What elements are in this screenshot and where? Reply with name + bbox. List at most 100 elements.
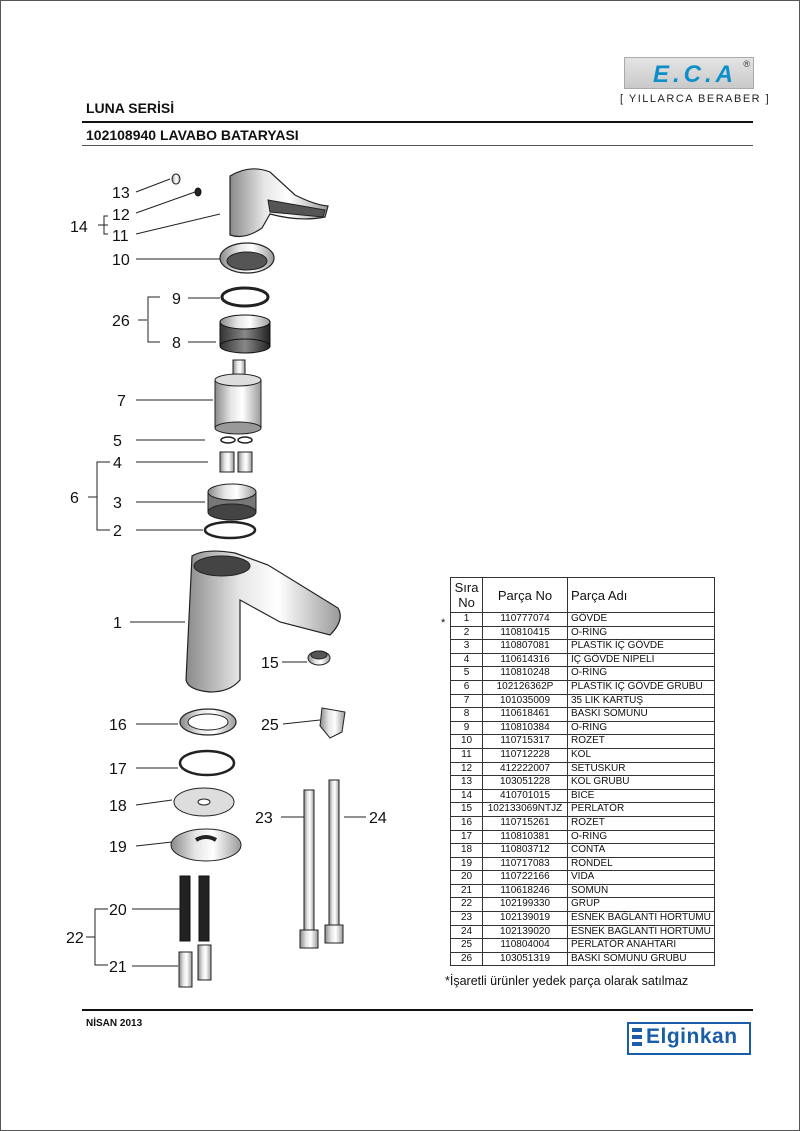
elginkan-logo-bars [632,1028,642,1049]
header-subrule [82,145,753,146]
cell-sira-no: 4 [450,652,483,668]
cell-parca-no: 110803712 [482,843,568,858]
series-title: LUNA SERİSİ [86,100,175,116]
cell-parca-no: 102139019 [482,911,568,926]
cell-sira-no: 13 [450,775,483,790]
eca-logo-text: E.C.A [653,61,738,88]
cell-parca-adi: ROZET [567,734,715,749]
cell-parca-no: 110618246 [482,883,568,899]
cell-parca-no: 101035009 [482,693,568,709]
header-parca-no: Parça No [482,577,568,613]
callout-3: 3 [113,495,122,512]
cell-sira-no: 24 [450,924,483,940]
callout-21: 21 [109,959,127,976]
cell-parca-adi: PLASTİK İÇ GÖVDE [567,639,715,654]
callout-24: 24 [369,810,387,827]
header-sira: Sıra [454,580,479,595]
callout-10: 10 [112,252,130,269]
callout-15: 15 [261,655,279,672]
cell-parca-no: 110804004 [482,938,568,953]
callout-4: 4 [113,455,122,472]
cell-sira-no: 14 [450,788,483,804]
cell-sira-no: 21 [450,883,483,899]
cell-parca-no: 102126362P [482,679,568,695]
header-rule [82,121,753,123]
table-footnote: *İşaretli ürünler yedek parça olarak sat… [445,974,689,988]
cell-sira-no: 23 [450,911,483,926]
cell-sira-no: 18 [450,843,483,858]
cell-parca-adi: O-RİNG [567,720,715,736]
cell-parca-no: 110614316 [482,652,568,668]
cell-parca-no: 410701015 [482,788,568,804]
cell-parca-no: 110717083 [482,856,568,872]
callout-22: 22 [66,930,84,947]
callout-2: 2 [113,523,122,540]
callout-16: 16 [109,717,127,734]
cell-parca-adi: O-RİNG [567,666,715,681]
cell-sira-no: 22 [450,897,483,913]
cell-parca-no: 110810248 [482,666,568,681]
cell-sira-no: 11 [450,747,483,763]
table-star-mark: * [441,617,446,629]
callout-9: 9 [172,291,181,308]
cell-sira-no: 26 [450,951,483,967]
cell-parca-adi: PLASTİK İÇ GÖVDE GRUBU [567,679,715,695]
cell-parca-no: 110810384 [482,720,568,736]
callout-5: 5 [113,433,122,450]
cell-parca-adi: O-RİNG [567,829,715,845]
cell-parca-no: 110810415 [482,625,568,641]
cell-sira-no: 20 [450,870,483,885]
callout-18: 18 [109,798,127,815]
cell-parca-adi: O-RİNG [567,625,715,641]
cell-parca-adi: PERLATÖR ANAHTARI [567,938,715,953]
cell-parca-adi: SOMUN [567,883,715,899]
callout-7: 7 [117,393,126,410]
callout-19: 19 [109,839,127,856]
cell-parca-no: 103051319 [482,951,568,967]
cell-parca-no: 110715317 [482,734,568,749]
registered-mark: ® [743,59,750,69]
header-parca-adi: Parça Adı [567,577,715,613]
cell-parca-no: 412222007 [482,761,568,777]
cell-sira-no: 17 [450,829,483,845]
callout-11: 11 [112,228,129,245]
cell-parca-adi: RONDEL [567,856,715,872]
callout-14: 14 [70,219,88,236]
cell-sira-no: 6 [450,679,483,695]
cell-parca-no: 102139020 [482,924,568,940]
footer-rule [82,1009,753,1011]
exploded-diagram: 13 12 11 14 10 9 26 8 7 5 4 6 3 2 1 15 1… [66,168,387,988]
cell-parca-adi: VİDA [567,870,715,885]
cell-parca-adi: CONTA [567,843,715,858]
cell-sira-no: 5 [450,666,483,681]
cell-parca-no: 110618461 [482,707,568,722]
cell-parca-adi: PERLATÖR [567,802,715,817]
cell-parca-no: 110715261 [482,815,568,831]
cell-parca-no: 110807081 [482,639,568,654]
header-no: No [458,595,475,610]
cell-parca-adi: KOL [567,747,715,763]
cell-parca-adi: BİCE [567,788,715,804]
cell-sira-no: 12 [450,761,483,777]
